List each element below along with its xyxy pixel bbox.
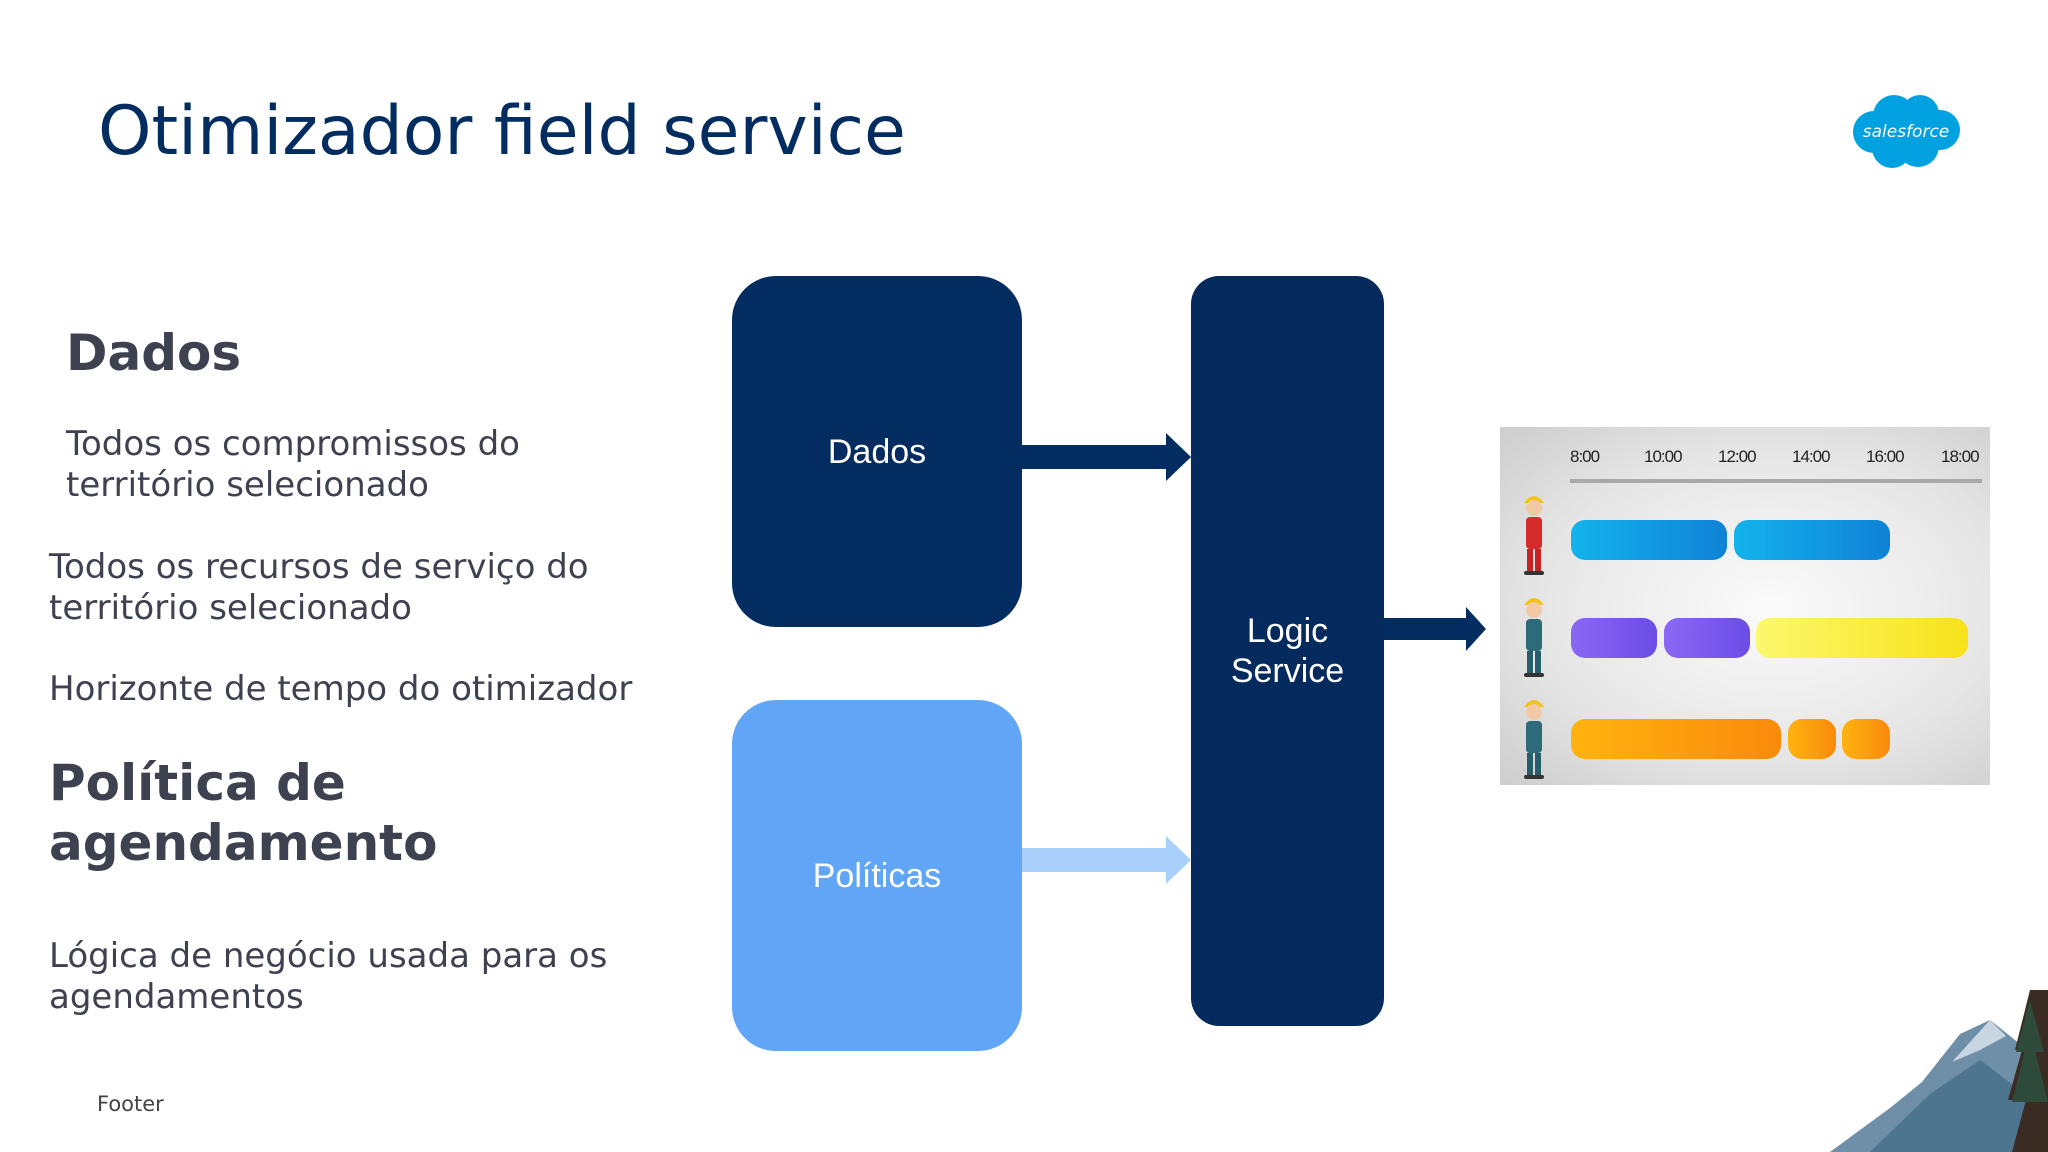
schedule-bar (1788, 719, 1836, 759)
schedule-image: 8:00 10:00 12:00 14:00 16:00 18:00 (1500, 427, 1990, 785)
dados-box-label: Dados (827, 432, 927, 471)
logic-service-box: Logic Service (1191, 276, 1384, 1026)
mountain-illustration (1830, 990, 2048, 1152)
svg-text:salesforce: salesforce (1863, 122, 1950, 142)
heading-dados: Dados (66, 324, 242, 382)
arrow-dados-to-logic (1022, 433, 1191, 481)
schedule-bar (1571, 618, 1657, 658)
schedule-bar (1571, 719, 1781, 759)
timeline-axis (1570, 479, 1982, 483)
logic-service-label: Logic Service (1230, 612, 1345, 690)
schedule-bar (1664, 618, 1750, 658)
footer-text: Footer (97, 1092, 164, 1116)
schedule-bar (1842, 719, 1890, 759)
schedule-bar (1756, 618, 1968, 658)
arrow-logic-to-schedule (1384, 607, 1486, 651)
slide-title: Otimizador field service (98, 92, 906, 171)
text-horizonte: Horizonte de tempo do otimizador (49, 669, 633, 709)
politicas-box-label: Políticas (812, 856, 942, 895)
tick-label: 14:00 (1792, 447, 1831, 466)
text-compromissos: Todos os compromissos do território sele… (66, 424, 520, 505)
dados-box: Dados (732, 276, 1022, 627)
text-logica: Lógica de negócio usada para os agendame… (49, 936, 608, 1017)
tick-label: 10:00 (1644, 447, 1683, 466)
tick-label: 12:00 (1718, 447, 1757, 466)
worker-icon (1524, 700, 1544, 779)
text-recursos: Todos os recursos de serviço do territór… (49, 547, 589, 628)
salesforce-logo: salesforce (1853, 95, 1960, 168)
worker-icon (1524, 598, 1544, 677)
tick-label: 18:00 (1941, 447, 1980, 466)
schedule-bar (1571, 520, 1727, 560)
heading-politica: Política de agendamento (49, 754, 438, 872)
tick-label: 8:00 (1570, 447, 1600, 466)
schedule-bar (1734, 520, 1890, 560)
tick-label: 16:00 (1866, 447, 1905, 466)
arrow-politicas-to-logic (1022, 836, 1191, 884)
politicas-box: Políticas (732, 700, 1022, 1051)
worker-icon (1524, 496, 1544, 575)
